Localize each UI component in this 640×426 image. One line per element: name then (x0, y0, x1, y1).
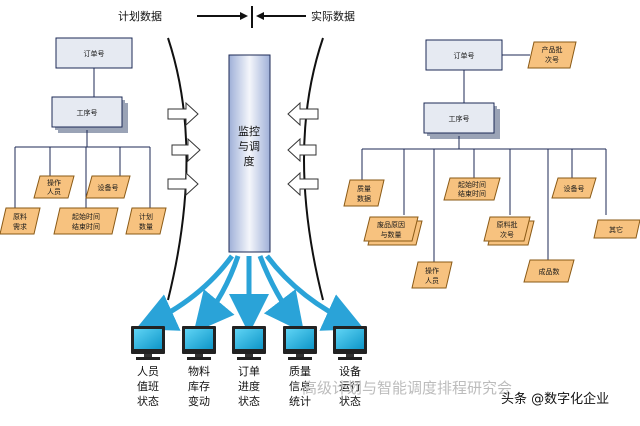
left-input-arrows (167, 101, 201, 197)
hollow-arrow-left-icon (287, 101, 319, 127)
monitor-label-line: 物料 (188, 364, 210, 378)
monitor-label-line: 状态 (339, 394, 361, 408)
right-funnel-curve (303, 37, 324, 301)
output-arrows (135, 254, 365, 334)
left-time-line-1: 起始时间 (72, 212, 100, 221)
right-time-note (443, 177, 501, 201)
left-planned-qty-line-1: 计划 (139, 212, 153, 221)
right-equipment-label: 设备号 (564, 184, 585, 193)
left-material-line-2: 需求 (13, 222, 27, 231)
right-defect-line-1: 废品原因 (377, 220, 405, 229)
right-quality-line-2: 数据 (357, 194, 371, 203)
monitor-label-line: 信息 (289, 379, 311, 393)
monitor-icon (333, 326, 367, 360)
monitor-label-line: 值班 (137, 380, 159, 393)
signature-text: 头条 @数字化企业 (501, 391, 609, 407)
right-operator-line-2: 人员 (425, 277, 439, 285)
right-finished-qty-label: 成品数 (539, 267, 560, 276)
right-process-label: 工序号 (449, 114, 470, 123)
right-defect-note (363, 216, 419, 242)
right-quality-note (343, 179, 385, 207)
header: 计划数据 实际数据 (118, 6, 355, 28)
left-operator-note (33, 175, 75, 199)
plan-arrow-head-icon (240, 12, 248, 20)
right-process-box (423, 102, 495, 134)
left-time-note (53, 207, 119, 235)
monitor-icon (131, 326, 165, 360)
monitor-label-line: 人员 (137, 365, 159, 378)
right-order-box (425, 39, 503, 71)
left-equipment-note (85, 175, 131, 199)
actual-data-label: 实际数据 (311, 9, 355, 23)
left-operator-line-2: 人员 (47, 188, 61, 196)
center-label-line-3: 度 (244, 154, 255, 168)
right-input-arrows (287, 101, 319, 197)
right-time-line-2: 结束时间 (458, 189, 486, 198)
right-operator-line-1: 操作 (425, 266, 439, 275)
right-finished-qty-note (523, 259, 575, 283)
hollow-arrow-left-icon (287, 137, 317, 163)
blue-arrow-icon (193, 255, 241, 333)
right-product-batch-note (527, 41, 577, 69)
blue-arrow-icon (257, 255, 305, 333)
monitor-label-line: 统计 (289, 395, 311, 408)
watermark-text: 高级计划与智能调度排程研究会 (302, 379, 512, 397)
right-material-batch-line-1: 原料批 (497, 220, 518, 229)
left-material-line-1: 原料 (13, 212, 27, 221)
monitor-label-line: 质量 (289, 365, 311, 378)
center-label-line-1: 监控 (238, 124, 260, 138)
blue-arrow-icon (135, 254, 235, 331)
blue-arrow-icon (265, 254, 365, 331)
hollow-arrow-right-icon (171, 137, 201, 163)
left-equipment-label: 设备号 (98, 183, 119, 192)
right-operator-note (411, 261, 453, 289)
monitor-icon (232, 326, 266, 360)
left-operator-line-1: 操作 (47, 178, 61, 187)
left-funnel-curve (167, 37, 188, 301)
left-order-label: 订单号 (84, 49, 105, 58)
right-product-batch-line-2: 次号 (545, 55, 559, 64)
hollow-arrow-right-icon (167, 101, 199, 127)
right-time-line-1: 起始时间 (458, 180, 486, 189)
plan-data-tree: 订单号 工序号 操作 人员 设备号 原料 需求 起始时间 结束时间 计划 数量 (0, 37, 167, 235)
monitor-dispatch-column: 监控 与调 度 (228, 54, 271, 253)
left-planned-qty-line-2: 数量 (139, 222, 153, 231)
actual-data-tree: 订单号 产品批 次号 工序号 质量 数据 起始时间 结束时间 设备号 废品原因 … (343, 39, 640, 289)
right-material-batch-line-2: 次号 (500, 230, 514, 239)
right-material-batch-note (483, 216, 531, 242)
left-material-note (0, 207, 41, 235)
left-planned-qty-note (125, 207, 167, 235)
right-product-batch-line-1: 产品批 (542, 45, 563, 54)
right-other-note (593, 219, 640, 239)
right-order-label: 订单号 (454, 51, 475, 60)
monitor-icon (182, 326, 216, 360)
left-process-label: 工序号 (77, 108, 98, 117)
hollow-arrow-left-icon (287, 171, 319, 197)
plan-data-label: 计划数据 (118, 9, 162, 23)
left-process-box (51, 96, 123, 128)
left-time-line-2: 结束时间 (72, 222, 100, 231)
actual-arrow-head-icon (256, 12, 264, 20)
monitor-label-line: 进度 (238, 379, 260, 393)
monitor-label-line: 设备 (339, 364, 361, 378)
monitor-label-line: 运行 (339, 380, 361, 393)
right-defect-line-2: 与数量 (381, 230, 402, 239)
right-other-label: 其它 (609, 225, 623, 234)
monitor-icon (283, 326, 317, 360)
monitor-label-line: 变动 (188, 394, 210, 408)
monitor-label-line: 状态 (238, 394, 260, 408)
right-equipment-note (551, 177, 597, 199)
monitor-label-line: 库存 (188, 379, 210, 393)
monitor-label-line: 订单 (238, 365, 260, 378)
hollow-arrow-right-icon (167, 171, 199, 197)
right-quality-line-1: 质量 (357, 184, 371, 193)
center-label-line-2: 与调 (238, 140, 260, 153)
monitor-label-line: 状态 (137, 394, 159, 408)
